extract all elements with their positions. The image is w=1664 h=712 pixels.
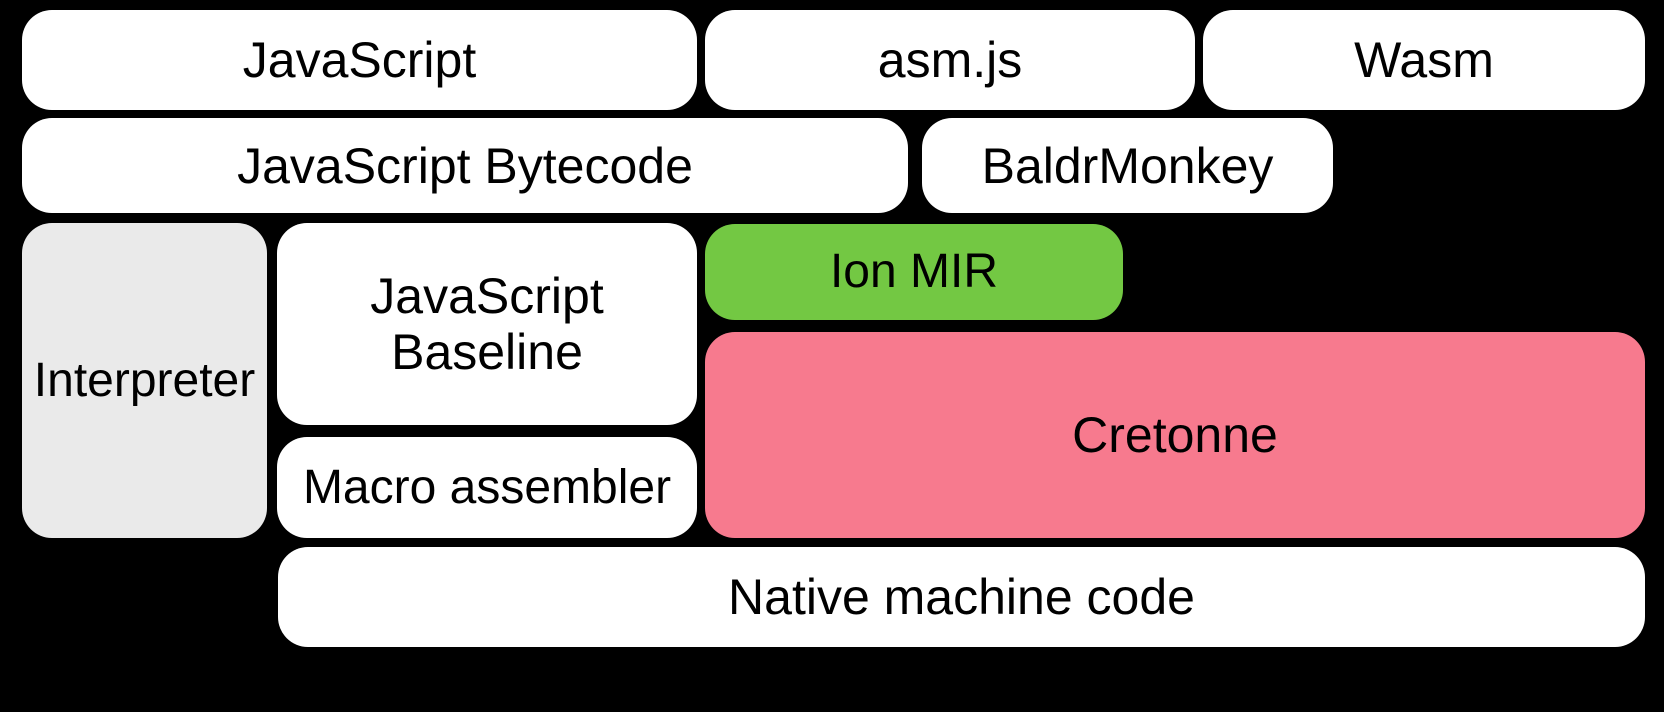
diagram-node-asm-js-source: asm.js <box>705 10 1195 110</box>
diagram-node-native-machine-code: Native machine code <box>278 547 1645 647</box>
diagram-node-cretonne: Cretonne <box>705 332 1645 538</box>
diagram-node-ion-mir: Ion MIR <box>705 224 1123 320</box>
diagram-node-javascript-source: JavaScript <box>22 10 697 110</box>
diagram-node-javascript-baseline: JavaScript Baseline <box>277 223 697 425</box>
diagram-node-macro-assembler: Macro assembler <box>277 437 697 538</box>
diagram-node-javascript-bytecode: JavaScript Bytecode <box>22 118 908 213</box>
diagram-node-wasm-source: Wasm <box>1203 10 1645 110</box>
diagram-node-baldrmonkey: BaldrMonkey <box>922 118 1333 213</box>
diagram-node-interpreter: Interpreter <box>22 223 267 538</box>
